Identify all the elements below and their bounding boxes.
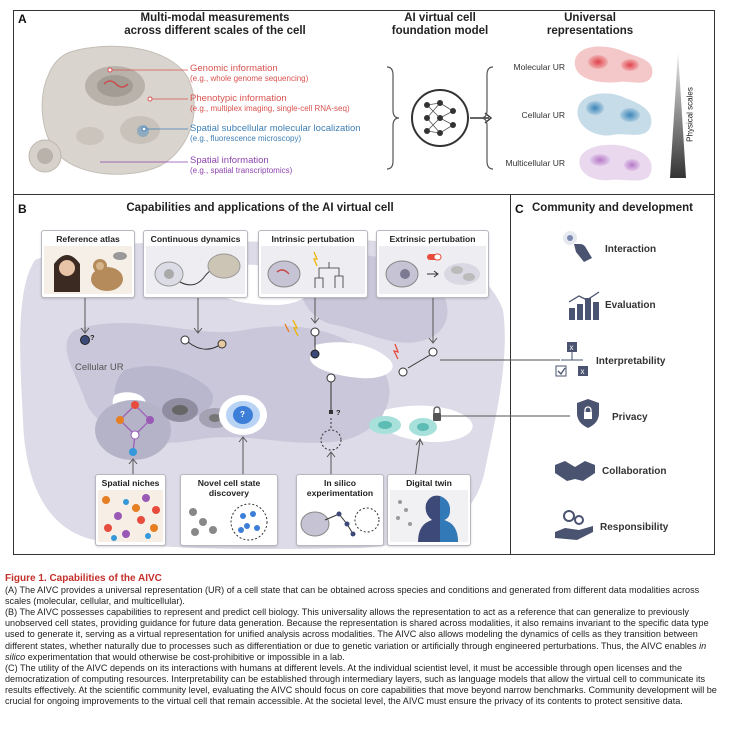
info-spatial-subcellular: Spatial subcellular molecular localizati…: [190, 123, 361, 143]
svg-text:x: x: [581, 367, 585, 376]
figure-caption: Figure 1. Capabilities of the AIVC (A) T…: [5, 573, 725, 707]
scale-triangle: [670, 52, 686, 178]
in-silico-image: [300, 507, 380, 537]
ur-blobs: [574, 46, 653, 181]
card-digital-twin: Digital twin: [387, 474, 471, 546]
ur-cellular-label: Cellular UR: [521, 110, 565, 120]
divider-vertical: [510, 194, 512, 554]
info-spatial: Spatial information (e.g., spatial trans…: [190, 155, 292, 175]
caption-title: Figure 1. Capabilities of the AIVC: [5, 573, 162, 584]
model-title: AI virtual cell foundation model: [380, 12, 500, 38]
ur-multicellular-label: Multicellular UR: [505, 158, 565, 168]
card-novel-title-line1: Novel cell state: [197, 478, 261, 488]
card-reference-atlas: Reference atlas: [41, 230, 135, 298]
ur-molecular-label: Molecular UR: [513, 62, 566, 72]
panel-a-title-line1: Multi-modal measurements: [140, 12, 290, 24]
card-continuous-dynamics: Continuous dynamics: [143, 230, 248, 298]
qmark-insilico: ?: [336, 408, 341, 417]
info-spatial-title: Spatial information: [190, 155, 269, 166]
qmark-discovery: ?: [240, 410, 245, 419]
panel-c-title: Community and development: [532, 202, 694, 214]
card-spatial-niches-title: Spatial niches: [101, 478, 160, 488]
handshake-icon: [555, 461, 595, 481]
digital-twin-image: [390, 490, 468, 542]
caption-b: (B) The AIVC possesses capabilities to r…: [5, 607, 725, 662]
panel-a-title: Multi-modal measurements across differen…: [90, 12, 340, 38]
info-phenotypic-title: Phenotypic information: [190, 93, 287, 104]
info-spatial-subcellular-sub: (e.g., fluorescence microscopy): [190, 134, 302, 143]
panel-a-title-line2: across different scales of the cell: [124, 25, 306, 37]
card-digital-twin-title: Digital twin: [406, 478, 452, 488]
interpretability-label: Interpretability: [596, 356, 666, 367]
collaboration-label: Collaboration: [602, 466, 667, 477]
panel-c-letter: C: [515, 202, 524, 216]
evaluation-icon: [568, 291, 600, 320]
info-spatial-subcellular-title: Spatial subcellular molecular localizati…: [190, 123, 361, 134]
info-genomic-title: Genomic information: [190, 63, 278, 74]
divider-horizontal: [14, 194, 714, 196]
responsibility-icon: [555, 510, 593, 540]
card-novel-title-line2: discovery: [208, 488, 250, 498]
intrinsic-pertubation-image: [261, 246, 365, 294]
ur-title-line2: representations: [546, 25, 634, 37]
panel-b-letter: B: [18, 202, 27, 216]
svg-text:x: x: [570, 343, 574, 352]
info-spatial-sub: (e.g., spatial transcriptomics): [190, 166, 293, 175]
caption-b-part2: experimentation that would otherwise be …: [25, 651, 345, 662]
reference-atlas-image: [44, 246, 132, 294]
model-title-line1: AI virtual cell: [404, 12, 476, 24]
scale-label: Physical scales: [685, 87, 695, 142]
card-reference-atlas-title: Reference atlas: [56, 234, 120, 244]
model-graphic: [386, 66, 494, 170]
interaction-icon: [563, 231, 592, 262]
cell-illustration: [28, 45, 195, 175]
card-intrinsic-pertubation-title: Intrinsic pertubation: [271, 234, 355, 244]
ur-landscape: [20, 239, 505, 550]
spatial-niches-image: [98, 490, 163, 542]
info-phenotypic-sub: (e.g., multiplex imaging, single-cell RN…: [190, 104, 350, 113]
continuous-dynamics-image: [146, 246, 245, 294]
caption-c: (C) The utility of the AIVC depends on i…: [5, 662, 717, 707]
shield-icon: [577, 399, 599, 428]
info-genomic-sub: (e.g., whole genome sequencing): [190, 74, 309, 83]
caption-a: (A) The AIVC provides a universal repres…: [5, 585, 700, 607]
ur-title-line1: Universal: [564, 12, 616, 24]
ur-title: Universal representations: [525, 12, 655, 38]
figure-frame: [13, 10, 715, 555]
cellular-ur-label: Cellular UR: [75, 362, 124, 373]
card-in-silico-title-line2: experimentation: [306, 488, 374, 498]
responsibility-label: Responsibility: [600, 522, 669, 533]
model-title-line2: foundation model: [391, 25, 489, 37]
card-in-silico-title-line1: In silico: [324, 478, 356, 488]
info-genomic: Genomic information (e.g., whole genome …: [190, 63, 308, 83]
card-spatial-niches: Spatial niches: [95, 474, 166, 546]
card-intrinsic-pertubation: Intrinsic pertubation: [258, 230, 368, 298]
panel-b-title: Capabilities and applications of the AI …: [126, 202, 394, 214]
card-extrinsic-pertubation: Extrinsic pertubation: [376, 230, 489, 298]
interaction-label: Interaction: [605, 244, 657, 255]
caption-b-part1: (B) The AIVC possesses capabilities to r…: [5, 607, 709, 651]
panel-a-letter: A: [18, 12, 27, 26]
card-extrinsic-pertubation-title: Extrinsic pertubation: [389, 234, 476, 244]
interpretability-icon: x x: [555, 342, 588, 377]
evaluation-label: Evaluation: [605, 300, 656, 311]
extrinsic-pertubation-image: [379, 246, 486, 294]
c-connectors: [440, 359, 570, 417]
qmark-atlas: ?: [90, 333, 95, 342]
privacy-label: Privacy: [612, 412, 648, 423]
card-continuous-dynamics-title: Continuous dynamics: [150, 234, 241, 244]
info-phenotypic: Phenotypic information (e.g., multiplex …: [190, 93, 350, 113]
caption-b-emphasis: in silico: [5, 640, 707, 662]
novel-cell-state-image: [189, 503, 268, 541]
info-connectors: [100, 67, 188, 163]
